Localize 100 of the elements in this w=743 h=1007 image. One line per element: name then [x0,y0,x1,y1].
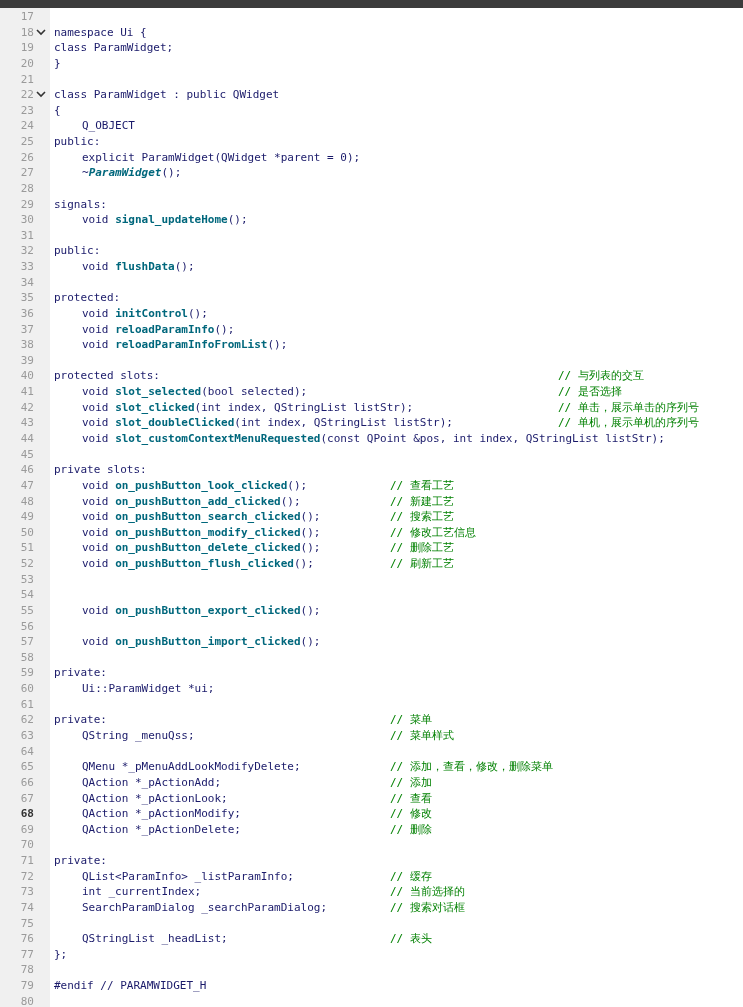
code-line: QAction *_pActionDelete; [82,822,241,838]
line-number: 48 [19,494,34,510]
code-line: } [54,56,61,72]
code-comment: // 查看工艺 [390,478,454,494]
code-line: signals: [54,197,107,213]
code-comment: // 修改工艺信息 [390,525,476,541]
code-line: void reloadParamInfo(); [82,322,235,338]
line-number: 52 [19,556,34,572]
code-line: ~ParamWidget(); [82,165,182,181]
code-comment: // 修改 [390,806,432,822]
line-number: 36 [19,306,34,322]
code-line: void slot_clicked(int index, QStringList listStr); [82,400,414,416]
line-number: 53 [19,572,34,588]
code-comment: // 与列表的交互 [558,368,644,384]
line-number: 72 [19,869,34,885]
line-number: 45 [19,447,34,463]
line-number: 60 [19,681,34,697]
code-line: explicit ParamWidget(QWidget *parent = 0); [82,150,361,166]
line-number: 76 [19,931,34,947]
code-comment: // 刷新工艺 [390,556,454,572]
line-number: 49 [19,509,34,525]
code-line: void signal_updateHome(); [82,212,248,228]
code-line: public: [54,243,101,259]
line-number: 59 [19,665,34,681]
line-number: 34 [19,275,34,291]
line-number: 17 [19,9,34,25]
line-number: 41 [19,384,34,400]
code-comment: // 当前选择的 [390,884,465,900]
line-number: 29 [19,197,34,213]
code-comment: // 搜索对话框 [390,900,465,916]
line-number: 47 [19,478,34,494]
code-line: void slot_doubleClicked(int index, QStringList listStr); [82,415,453,431]
line-number: 20 [19,56,34,72]
code-line: void on_pushButton_look_clicked(); [82,478,308,494]
code-line: Ui::ParamWidget *ui; [82,681,215,697]
code-line: void slot_customContextMenuRequested(const QPoint &pos, int index, QStringList listStr); [82,431,665,447]
line-number: 40 [19,368,34,384]
code-line: int _currentIndex; [82,884,202,900]
code-line: Q_OBJECT [82,118,135,134]
line-number: 77 [19,947,34,963]
code-line: void on_pushButton_search_clicked(); [82,509,321,525]
code-line: class ParamWidget; [54,40,174,56]
code-line: void on_pushButton_import_clicked(); [82,634,321,650]
code-comment: // 菜单 [390,712,432,728]
line-number: 62 [19,712,34,728]
line-number: 22 [19,87,34,103]
line-number: 73 [19,884,34,900]
line-number: 39 [19,353,34,369]
code-comment: // 添加，查看，修改，删除菜单 [390,759,553,775]
code-comment: // 表头 [390,931,432,947]
line-number: 19 [19,40,34,56]
code-line: void on_pushButton_export_clicked(); [82,603,321,619]
line-number: 67 [19,791,34,807]
code-line: QMenu *_pMenuAddLookModifyDelete; [82,759,301,775]
line-number: 23 [19,103,34,119]
code-line: void flushData(); [82,259,195,275]
code-line: private: [54,665,107,681]
line-number: 32 [19,243,34,259]
code-comment: // 删除 [390,822,432,838]
line-number: 65 [19,759,34,775]
code-line: private slots: [54,462,147,478]
line-number: 70 [19,837,34,853]
line-number: 58 [19,650,34,666]
line-number: 75 [19,916,34,932]
line-number: 44 [19,431,34,447]
code-line: class ParamWidget : public QWidget [54,87,280,103]
code-line: void slot_selected(bool selected); [82,384,308,400]
code-line: void initControl(); [82,306,208,322]
line-number: 66 [19,775,34,791]
line-number: 55 [19,603,34,619]
line-number: 71 [19,853,34,869]
code-line: private: [54,712,107,728]
code-line: #endif // PARAMWIDGET_H [54,978,207,994]
line-number: 38 [19,337,34,353]
line-number: 33 [19,259,34,275]
code-line: QAction *_pActionLook; [82,791,228,807]
code-comment: // 添加 [390,775,432,791]
code-comment: // 是否选择 [558,384,622,400]
code-line: void on_pushButton_delete_clicked(); [82,540,321,556]
code-comment: // 菜单样式 [390,728,454,744]
code-line: { [54,103,61,119]
line-number: 43 [19,415,34,431]
code-line: QList<ParamInfo> _listParamInfo; [82,869,294,885]
line-number: 69 [19,822,34,838]
line-number: 74 [19,900,34,916]
code-line: SearchParamDialog _searchParamDialog; [82,900,328,916]
code-comment: // 删除工艺 [390,540,454,556]
code-comment: // 查看 [390,791,432,807]
code-line: protected: [54,290,121,306]
line-number: 25 [19,134,34,150]
code-line: private: [54,853,107,869]
line-number: 68 [19,806,34,822]
code-line: QString _menuQss; [82,728,195,744]
line-number: 56 [19,619,34,635]
line-number: 24 [19,118,34,134]
code-line: QAction *_pActionAdd; [82,775,222,791]
code-comment: // 新建工艺 [390,494,454,510]
code-line: void on_pushButton_flush_clicked(); [82,556,314,572]
code-line: protected slots: [54,368,160,384]
line-number: 79 [19,978,34,994]
